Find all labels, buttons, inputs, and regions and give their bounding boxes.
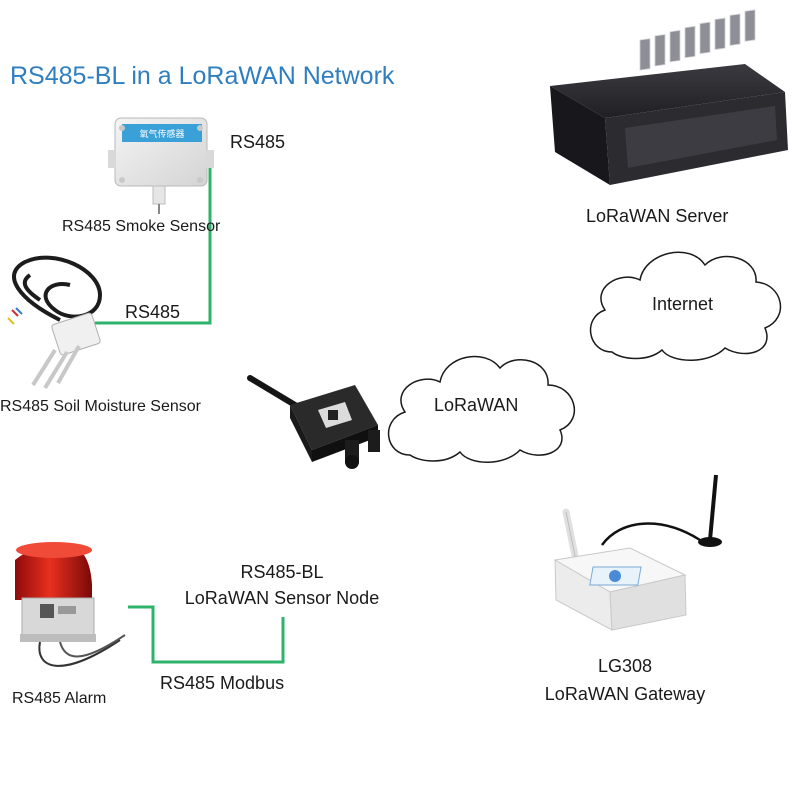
wire-alarm-to-node xyxy=(128,605,285,664)
soil-sensor-label: RS485 Soil Moisture Sensor xyxy=(0,398,201,415)
gateway-icon xyxy=(553,474,722,631)
node-label-line2: LoRaWAN Sensor Node xyxy=(184,588,380,608)
gateway-label-line1: LG308 xyxy=(597,656,653,676)
smoke-sensor-label: RS485 Smoke Sensor xyxy=(62,218,221,235)
node-label-line1: RS485-BL xyxy=(240,562,324,582)
sensor-node-icon xyxy=(247,375,380,469)
smoke-sensor-icon: 氧气传感器 xyxy=(108,117,214,214)
soil-moisture-sensor-icon xyxy=(7,255,103,390)
internet-cloud-label: Internet xyxy=(652,294,714,314)
lorawan-cloud-icon xyxy=(388,355,576,463)
rs485-label-mid: RS485 xyxy=(125,302,181,322)
server-label: LoRaWAN Server xyxy=(586,206,729,226)
page-title: RS485-BL in a LoRaWAN Network xyxy=(10,62,395,90)
gateway-label-line2: LoRaWAN Gateway xyxy=(544,684,706,704)
rs485-label-top: RS485 xyxy=(230,132,286,152)
alarm-icon xyxy=(15,542,126,667)
server-icon xyxy=(550,9,788,185)
smoke-sensor-sticker: 氧气传感器 xyxy=(139,128,184,140)
lorawan-cloud-label: LoRaWAN xyxy=(434,395,519,415)
alarm-label: RS485 Alarm xyxy=(12,690,107,707)
modbus-label: RS485 Modbus xyxy=(160,673,285,693)
internet-cloud-icon xyxy=(589,251,782,361)
